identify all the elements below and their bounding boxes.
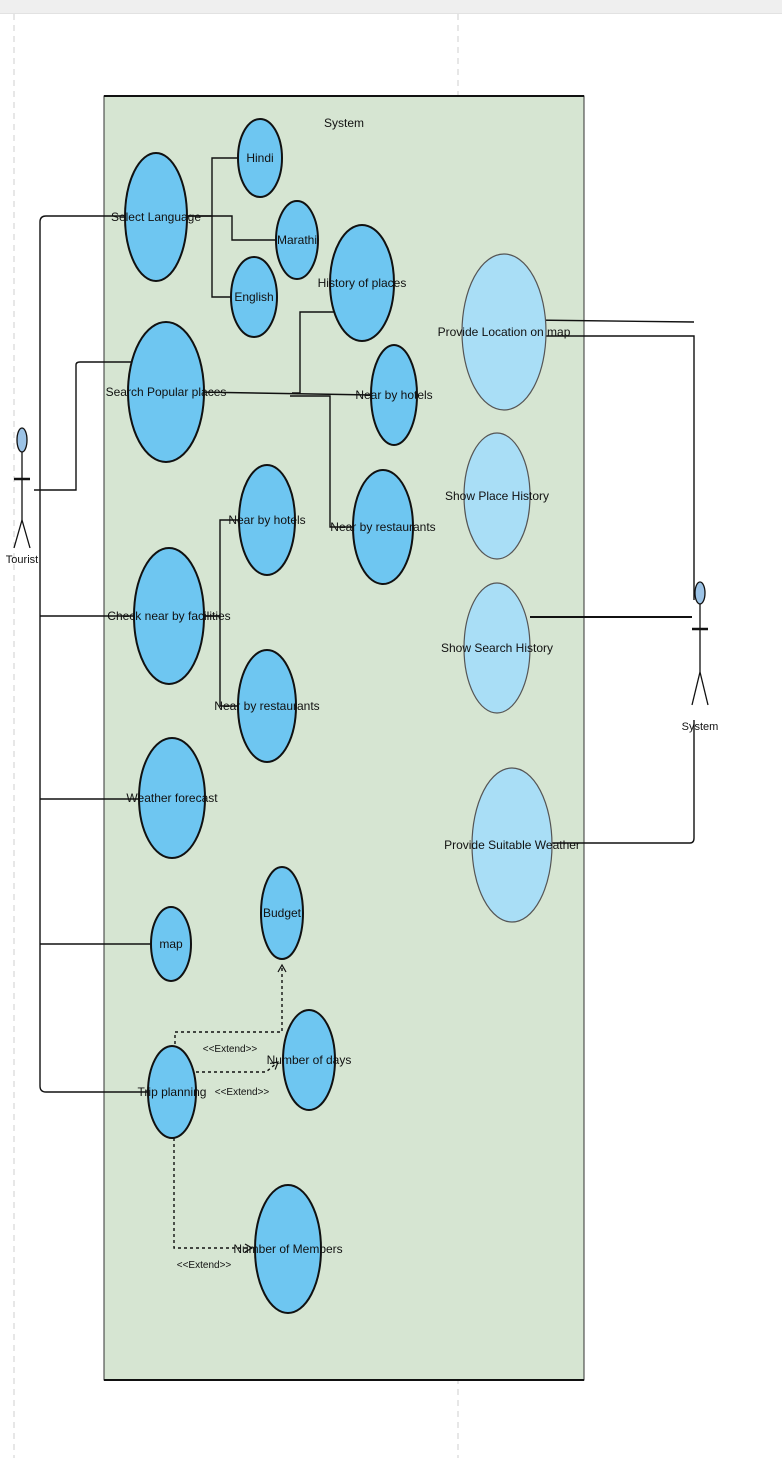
usecase-english[interactable]: English xyxy=(230,256,278,338)
svg-text:English: English xyxy=(234,290,273,304)
extend-label-budget: <<Extend>> xyxy=(203,1044,258,1055)
svg-text:Hindi: Hindi xyxy=(246,151,273,165)
actor-system-label: System xyxy=(682,721,719,733)
extend-trip-budget xyxy=(174,963,287,1050)
assoc-tourist-select-language xyxy=(39,215,126,490)
svg-text:Number of Members: Number of Members xyxy=(233,1242,342,1256)
svg-text:Trip planning: Trip planning xyxy=(138,1085,207,1099)
link-language-english xyxy=(211,216,232,298)
link-language-marathi xyxy=(186,215,278,241)
svg-text:Check near by facilities: Check near by facilities xyxy=(107,609,230,623)
svg-text:Number of days: Number of days xyxy=(267,1053,352,1067)
svg-text:map: map xyxy=(159,937,183,951)
link-search-history xyxy=(292,311,336,394)
canvas-top-bar xyxy=(0,0,782,14)
usecase-select-language[interactable]: Select Language xyxy=(111,152,201,282)
svg-text:Marathi: Marathi xyxy=(277,233,317,247)
svg-text:Show Place History: Show Place History xyxy=(445,489,549,503)
extend-trip-days xyxy=(196,1061,279,1073)
svg-text:Search Popular places: Search Popular places xyxy=(106,385,227,399)
usecase-trip-planning[interactable]: Trip planning xyxy=(138,1045,207,1139)
assoc-tourist-trunk xyxy=(39,490,148,1093)
usecase-near-by-hotels-2[interactable]: Near by hotels xyxy=(228,464,306,576)
link-search-nearby-hotels xyxy=(195,391,373,396)
svg-text:Provide Location on map: Provide Location on map xyxy=(438,325,571,339)
svg-text:Provide Suitable Weather: Provide Suitable Weather xyxy=(444,838,580,852)
svg-text:Select Language: Select Language xyxy=(111,210,201,224)
usecase-near-by-restaurants-2[interactable]: Near by restaurants xyxy=(214,649,320,763)
usecase-weather-forecast[interactable]: Weather forecast xyxy=(126,737,218,859)
usecase-show-search-history[interactable]: Show Search History xyxy=(441,582,553,714)
usecase-search-popular-places[interactable]: Search Popular places xyxy=(106,321,227,463)
usecase-hindi[interactable]: Hindi xyxy=(237,118,283,198)
usecase-check-near-by-facilities[interactable]: Check near by facilities xyxy=(107,547,231,685)
assoc-system-place-history xyxy=(529,319,695,323)
actor-tourist[interactable]: Tourist xyxy=(6,427,38,566)
usecase-near-by-hotels-1[interactable]: Near by hotels xyxy=(355,344,433,446)
link-search-nearby-restaurants xyxy=(290,395,354,528)
assoc-tourist-search-popular xyxy=(34,361,136,491)
usecase-number-of-days[interactable]: Number of days xyxy=(267,1009,352,1111)
usecase-provide-suitable-weather[interactable]: Provide Suitable Weather xyxy=(444,767,580,923)
extend-relations xyxy=(173,963,287,1253)
extend-label-days: <<Extend>> xyxy=(215,1087,270,1098)
extend-label-members: <<Extend>> xyxy=(177,1260,232,1271)
usecase-provide-location-on-map[interactable]: Provide Location on map xyxy=(438,253,571,411)
usecase-budget[interactable]: Budget xyxy=(260,866,304,960)
svg-text:Budget: Budget xyxy=(263,906,302,920)
actor-tourist-label: Tourist xyxy=(6,554,38,566)
assoc-system-weather xyxy=(552,720,695,844)
extend-trip-members xyxy=(173,1138,254,1253)
svg-text:Near by restaurants: Near by restaurants xyxy=(214,699,319,713)
link-facilities-restaurants xyxy=(204,615,238,707)
svg-text:Show Search History: Show Search History xyxy=(441,641,553,655)
usecase-near-by-restaurants-1[interactable]: Near by restaurants xyxy=(330,469,436,585)
usecase-marathi[interactable]: Marathi xyxy=(275,200,319,280)
assoc-system-location xyxy=(546,335,695,600)
svg-text:History of places: History of places xyxy=(318,276,407,290)
usecase-number-of-members[interactable]: Number of Members xyxy=(233,1184,343,1314)
actor-system[interactable]: System xyxy=(682,581,719,733)
svg-text:Near by restaurants: Near by restaurants xyxy=(330,520,435,534)
svg-text:Weather forecast: Weather forecast xyxy=(126,791,218,805)
svg-text:Near by hotels: Near by hotels xyxy=(355,388,432,402)
associations xyxy=(34,157,695,1093)
usecase-map[interactable]: map xyxy=(150,906,192,982)
system-boundary-label: System xyxy=(324,116,364,130)
usecase-history-of-places[interactable]: History of places xyxy=(318,224,407,342)
svg-text:Near by hotels: Near by hotels xyxy=(228,513,305,527)
usecase-show-place-history[interactable]: Show Place History xyxy=(445,432,549,560)
